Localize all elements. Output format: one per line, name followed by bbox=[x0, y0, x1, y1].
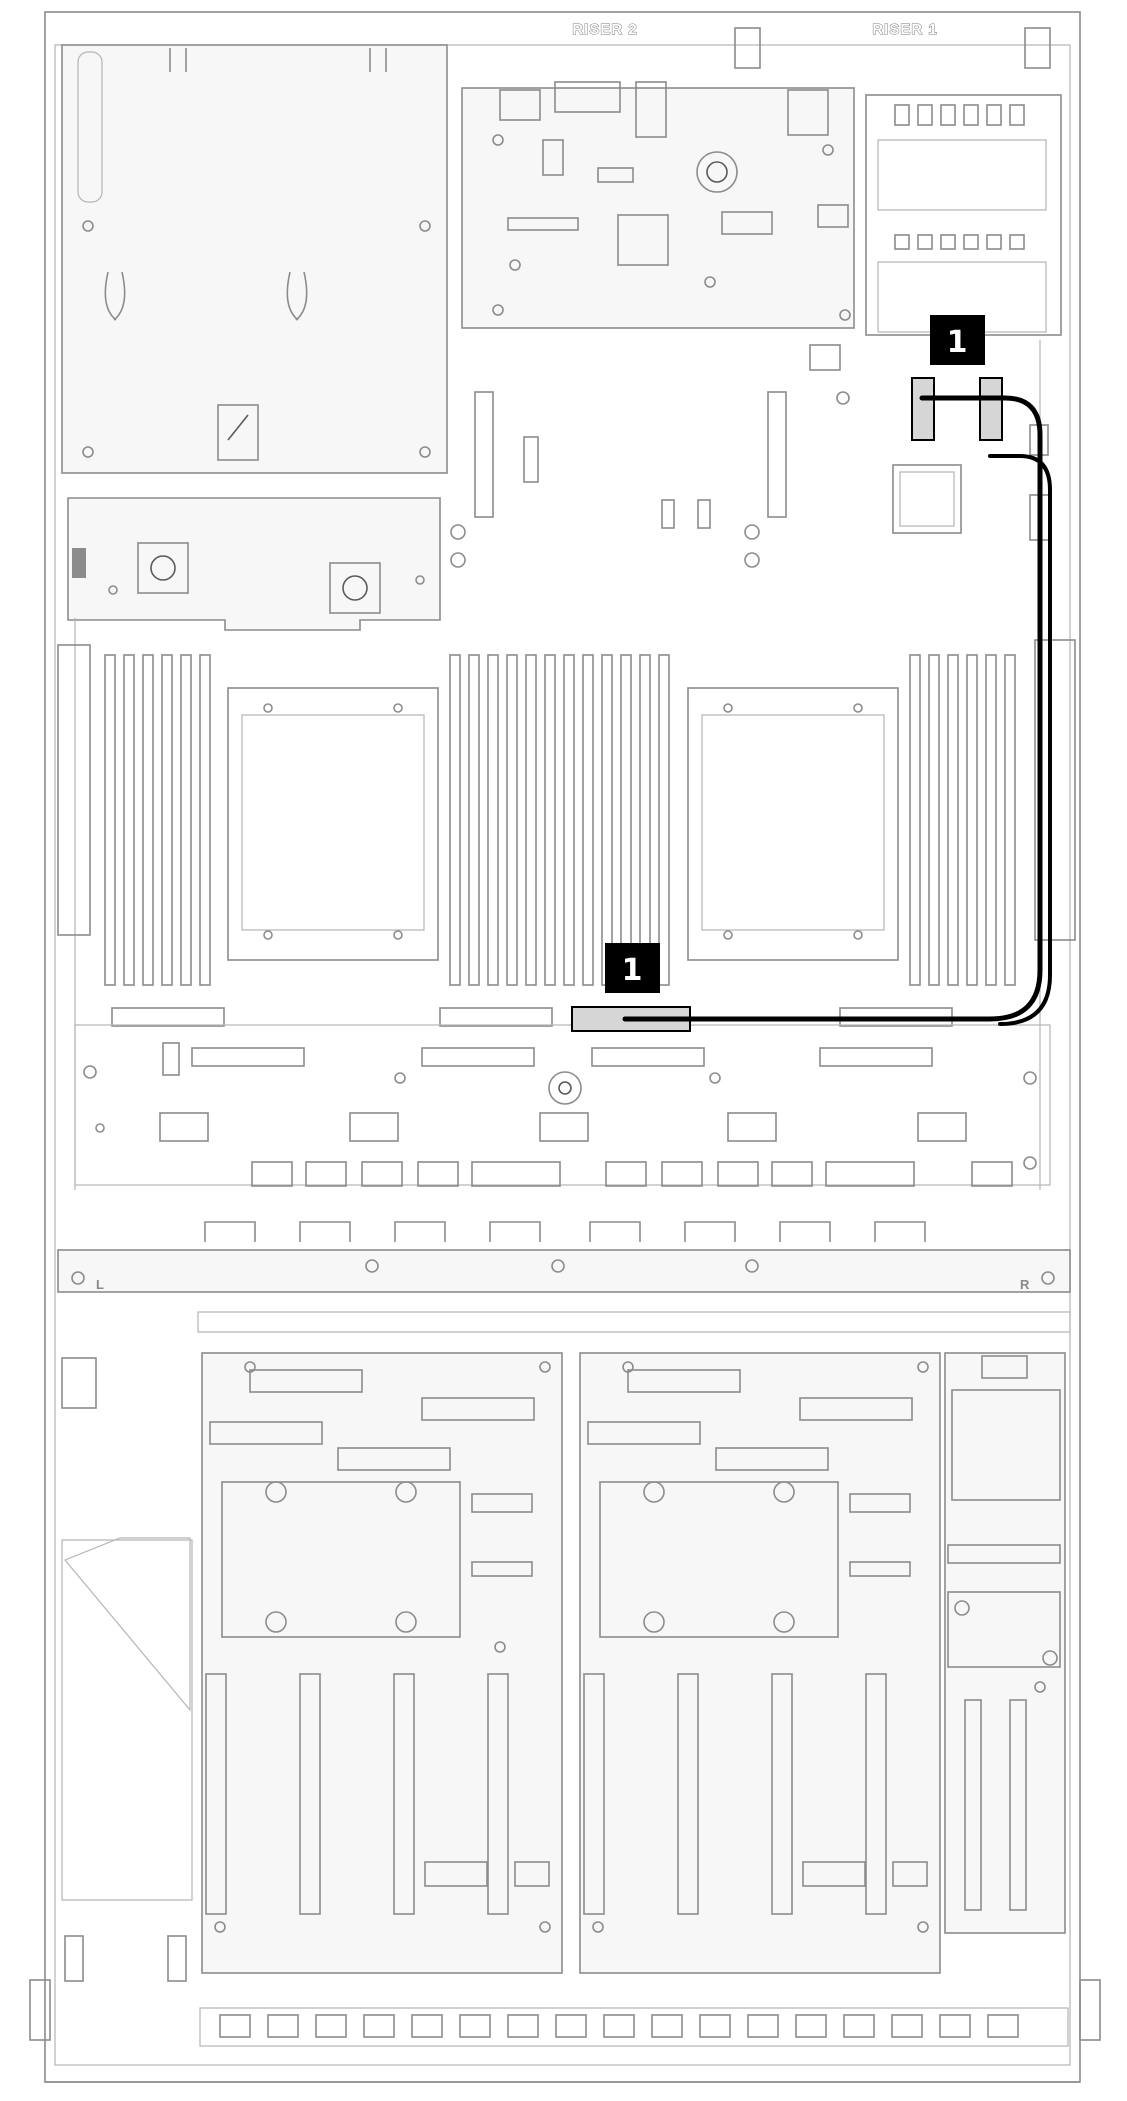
callout-1-bottom: 1 bbox=[605, 943, 660, 993]
rear-io-area bbox=[461, 81, 855, 329]
fan-cage-tabs bbox=[204, 1221, 926, 1242]
drive-backplane-bar bbox=[57, 1249, 1071, 1293]
riser-1-label: RISER 1 bbox=[872, 21, 937, 38]
riser-2-label: RISER 2 bbox=[572, 21, 637, 38]
processor-socket-1 bbox=[227, 687, 439, 961]
dimm-bank-center bbox=[449, 654, 670, 986]
callout-1-bottom-text: 1 bbox=[622, 953, 643, 988]
left-side-label: L bbox=[96, 1277, 104, 1292]
lower-riser-area bbox=[61, 1311, 1071, 1982]
riser-connector-a bbox=[911, 377, 935, 441]
chassis-outline bbox=[29, 11, 1101, 2083]
power-supply-bay bbox=[61, 44, 448, 474]
dimm-bank-right bbox=[909, 654, 1016, 986]
callout-1-top: 1 bbox=[930, 315, 985, 365]
callout-1-top-text: 1 bbox=[947, 325, 968, 360]
signal-cable bbox=[622, 395, 1052, 1026]
right-side-label: R bbox=[1020, 1277, 1030, 1292]
processor-socket-2 bbox=[687, 687, 899, 961]
bottom-connector-row bbox=[199, 2007, 1069, 2047]
dimm-bank-left bbox=[104, 654, 211, 986]
riser-connector-b bbox=[979, 377, 1003, 441]
psu-bracket bbox=[67, 497, 441, 631]
